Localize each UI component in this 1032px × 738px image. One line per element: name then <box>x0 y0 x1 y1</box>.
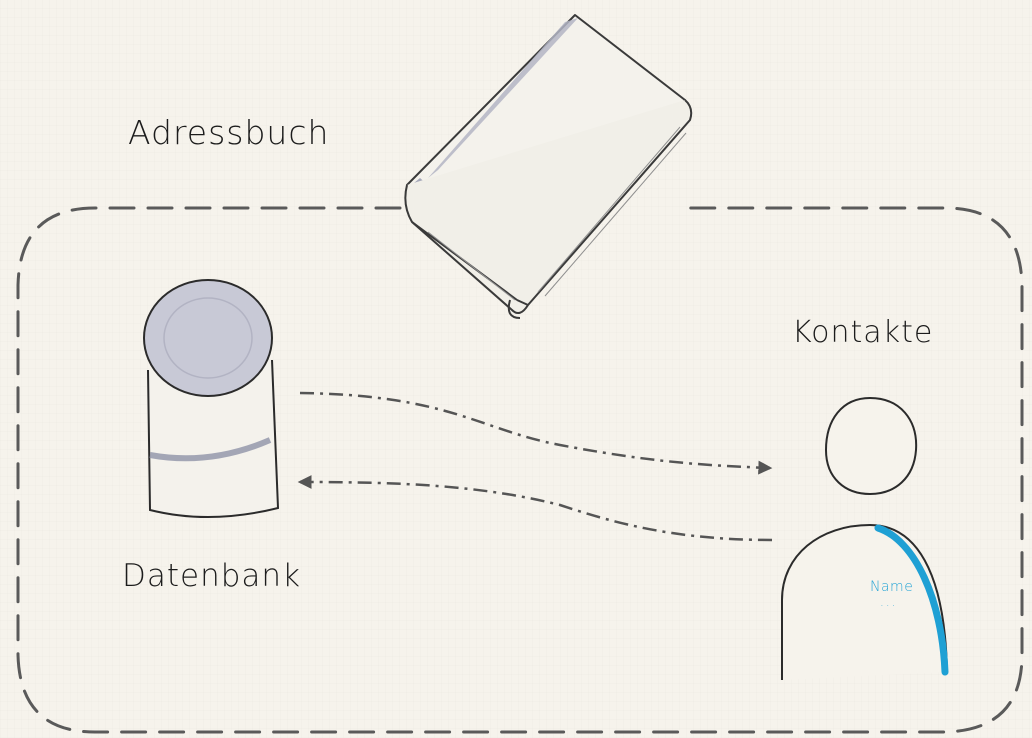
flow-arrow-to-contacts <box>299 391 773 475</box>
database-icon <box>143 279 280 518</box>
system-boundary <box>16 206 1024 734</box>
contact-name-field-label: Name <box>870 579 914 595</box>
address-book-label: Adressbuch <box>128 113 330 152</box>
flow-arrow-to-database <box>297 475 773 542</box>
database-label: Datenbank <box>122 558 302 594</box>
contact-more-fields-label: ... <box>880 595 898 609</box>
contacts-label: Kontakte <box>792 315 934 350</box>
book-icon <box>404 14 693 319</box>
contact-person-icon <box>781 396 949 680</box>
